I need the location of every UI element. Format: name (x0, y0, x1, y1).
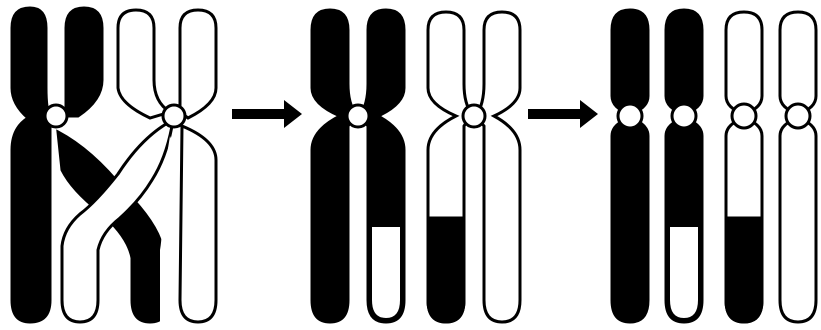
stage-3-chromatid-4-white (780, 12, 816, 322)
arrow-2 (528, 100, 598, 128)
stage-2-white-centromere (463, 105, 485, 127)
stage-3-separated-chromatids (612, 10, 816, 322)
stage-3-chromatid-3-white-with-black (726, 12, 762, 322)
stage-2-black-centromere (347, 105, 369, 127)
stage-3-chromatid-4-centromere (786, 104, 810, 128)
stage-1-crossing-over (12, 8, 216, 322)
stage-2-black-chromatid-left (312, 10, 356, 322)
stage-3-chromatid-2-white-segment (669, 226, 699, 319)
arrow-1 (232, 100, 302, 128)
stage-1-white-centromere (163, 105, 185, 127)
stage-2-after-exchange (312, 10, 520, 322)
stage-3-chromatid-3-centromere (732, 104, 756, 128)
stage-2-white-chromatid-right (476, 12, 520, 322)
stage-1-black-chromatid-left (12, 8, 50, 322)
stage-3-chromatid-1-centromere (618, 104, 642, 128)
stage-3-chromatid-3-black-segment (726, 218, 762, 322)
stage-1-black-centromere (45, 105, 67, 127)
stage-3-chromatid-1-black (612, 10, 648, 322)
stage-1-white-chromatid-right-bottom (180, 126, 216, 322)
stage-1-white-chromatid-right-top (180, 10, 216, 118)
stage-2-white-segment-outline (371, 226, 401, 319)
stage-3-chromatid-2-black-with-white (666, 10, 702, 322)
stage-1-black-chromatid-right-top (66, 8, 102, 116)
stage-1-white-chromatid-left-top (118, 10, 170, 118)
stage-2-exchanged-black-segment (428, 218, 464, 322)
stage-3-chromatid-2-centromere (672, 104, 696, 128)
